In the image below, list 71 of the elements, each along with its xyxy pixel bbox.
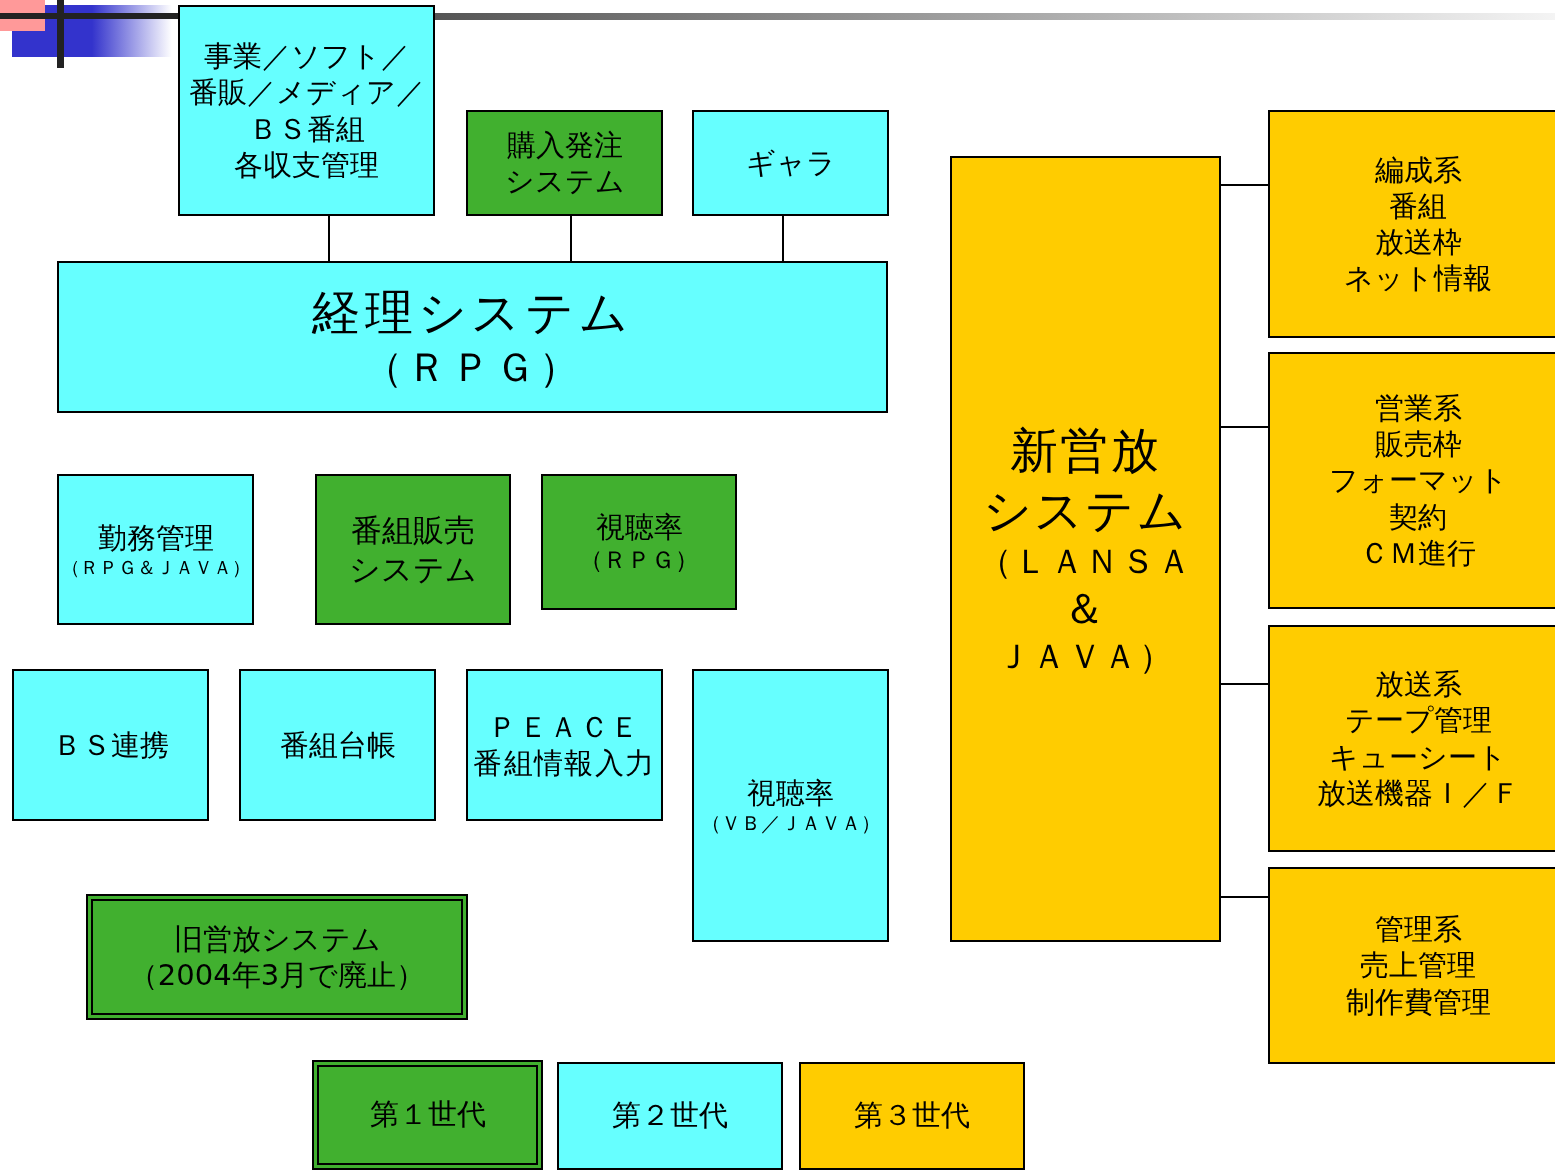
node-label: 番組 [1389,187,1447,224]
system-box [1268,110,1555,338]
node-label: システム [504,163,625,200]
node-label: 事業／ソフト／ [203,38,410,75]
system-box [86,894,468,1020]
connector-line [328,215,330,262]
node-label: 番組販売 [351,510,475,550]
node-label: 制作費管理 [1345,983,1491,1020]
node-label: （ＶＢ／ＪＡＶＡ） [700,811,881,837]
node-label: 旧営放システム [173,920,381,957]
system-box [239,669,436,821]
node-label: 放送枠 [1374,224,1462,261]
system-box [12,669,209,821]
system-box [57,474,254,625]
node-label: システム [349,549,477,589]
connector-line [1220,426,1269,428]
system-box [466,110,663,216]
system-box [178,5,435,216]
node-label: （ＬＡＮＳＡ [978,540,1193,583]
node-label: 各収支管理 [234,146,379,183]
system-box [950,156,1221,942]
node-label: ＢＳ番組 [248,110,365,147]
node-label: （ＲＰＧ） [362,343,583,392]
node-label: 番組台帳 [279,726,396,764]
node-label: システム [982,481,1189,541]
node-label: ＣＭ進行 [1360,534,1476,572]
node-label: 経理システム [312,283,633,342]
system-box [1268,352,1555,609]
connector-line [570,215,572,262]
node-label: 放送機器Ｉ／Ｆ [1316,774,1520,811]
system-box [692,669,889,942]
node-label: ＪＡＶＡ） [996,635,1175,678]
node-label: ネット情報 [1344,260,1492,297]
node-label: フォーマット [1328,462,1508,499]
node-label: 管理系 [1374,911,1462,948]
node-label: ＆ [1063,582,1108,635]
node-label: 売上管理 [1360,947,1476,984]
connector-line [1220,683,1269,685]
node-label: 視聴率 [747,774,834,812]
node-label: 購入発注 [506,126,623,163]
connector-line [1220,896,1269,898]
node-label: 新営放 [1009,421,1162,481]
node-label: 視聴率 [595,508,683,546]
node-label: 放送系 [1374,666,1462,703]
system-box [466,669,663,821]
node-label: 契約 [1389,498,1447,535]
system-box [692,110,889,216]
node-label: 番組情報入力 [473,745,656,782]
system-box [541,474,737,610]
system-box [57,261,888,413]
node-label: （ＲＰＧ＆ＪＡＶＡ） [60,555,251,580]
node-label: 営業系 [1374,389,1462,427]
node-label: 販売枠 [1374,426,1462,463]
system-box [1268,625,1555,852]
node-label: 番販／メディア／ [188,74,425,111]
legend-label: 第１世代 [369,1096,486,1133]
node-label: キューシート [1329,738,1507,775]
node-label: ＰＥＡＣＥ [488,708,641,745]
legend-label: 第３世代 [854,1097,970,1134]
connector-line [1220,184,1269,186]
node-label: テープ管理 [1344,702,1492,739]
system-box [315,474,511,625]
system-box [1268,867,1555,1064]
node-label: （2004年3月で廃止） [128,957,426,994]
node-label: 編成系 [1374,151,1462,188]
connector-line [782,215,784,262]
legend-label: 第２世代 [612,1097,728,1134]
node-label: 勤務管理 [97,519,214,556]
node-label: ＢＳ連携 [52,726,169,764]
node-label: （ＲＰＧ） [579,545,699,576]
node-label: ギャラ [745,144,836,182]
